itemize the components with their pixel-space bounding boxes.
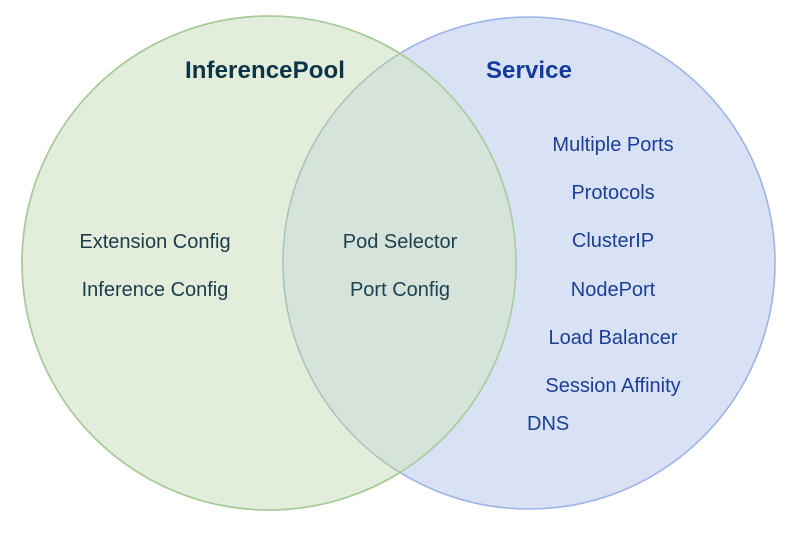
right-item-clusterip: ClusterIP [571,230,655,252]
right-item-dns: DNS [527,413,570,435]
right-item-nodeport: NodePort [570,279,656,301]
left-item-extension-config: Extension Config [79,231,231,253]
right-item-load-balancer: Load Balancer [548,327,678,349]
circle-inferencepool-outline [21,15,517,511]
left-item-inference-config: Inference Config [81,279,229,301]
circle-intersection [282,16,516,510]
venn-title-service: Service [485,57,573,84]
venn-title-inferencepool: InferencePool [184,57,346,84]
intersection-item-pod-selector: Pod Selector [342,231,458,253]
right-item-multiple-ports: Multiple Ports [552,134,674,156]
intersection-item-port-config: Port Config [349,279,451,301]
right-item-session-affinity: Session Affinity [545,375,681,397]
right-item-protocols: Protocols [571,182,655,204]
